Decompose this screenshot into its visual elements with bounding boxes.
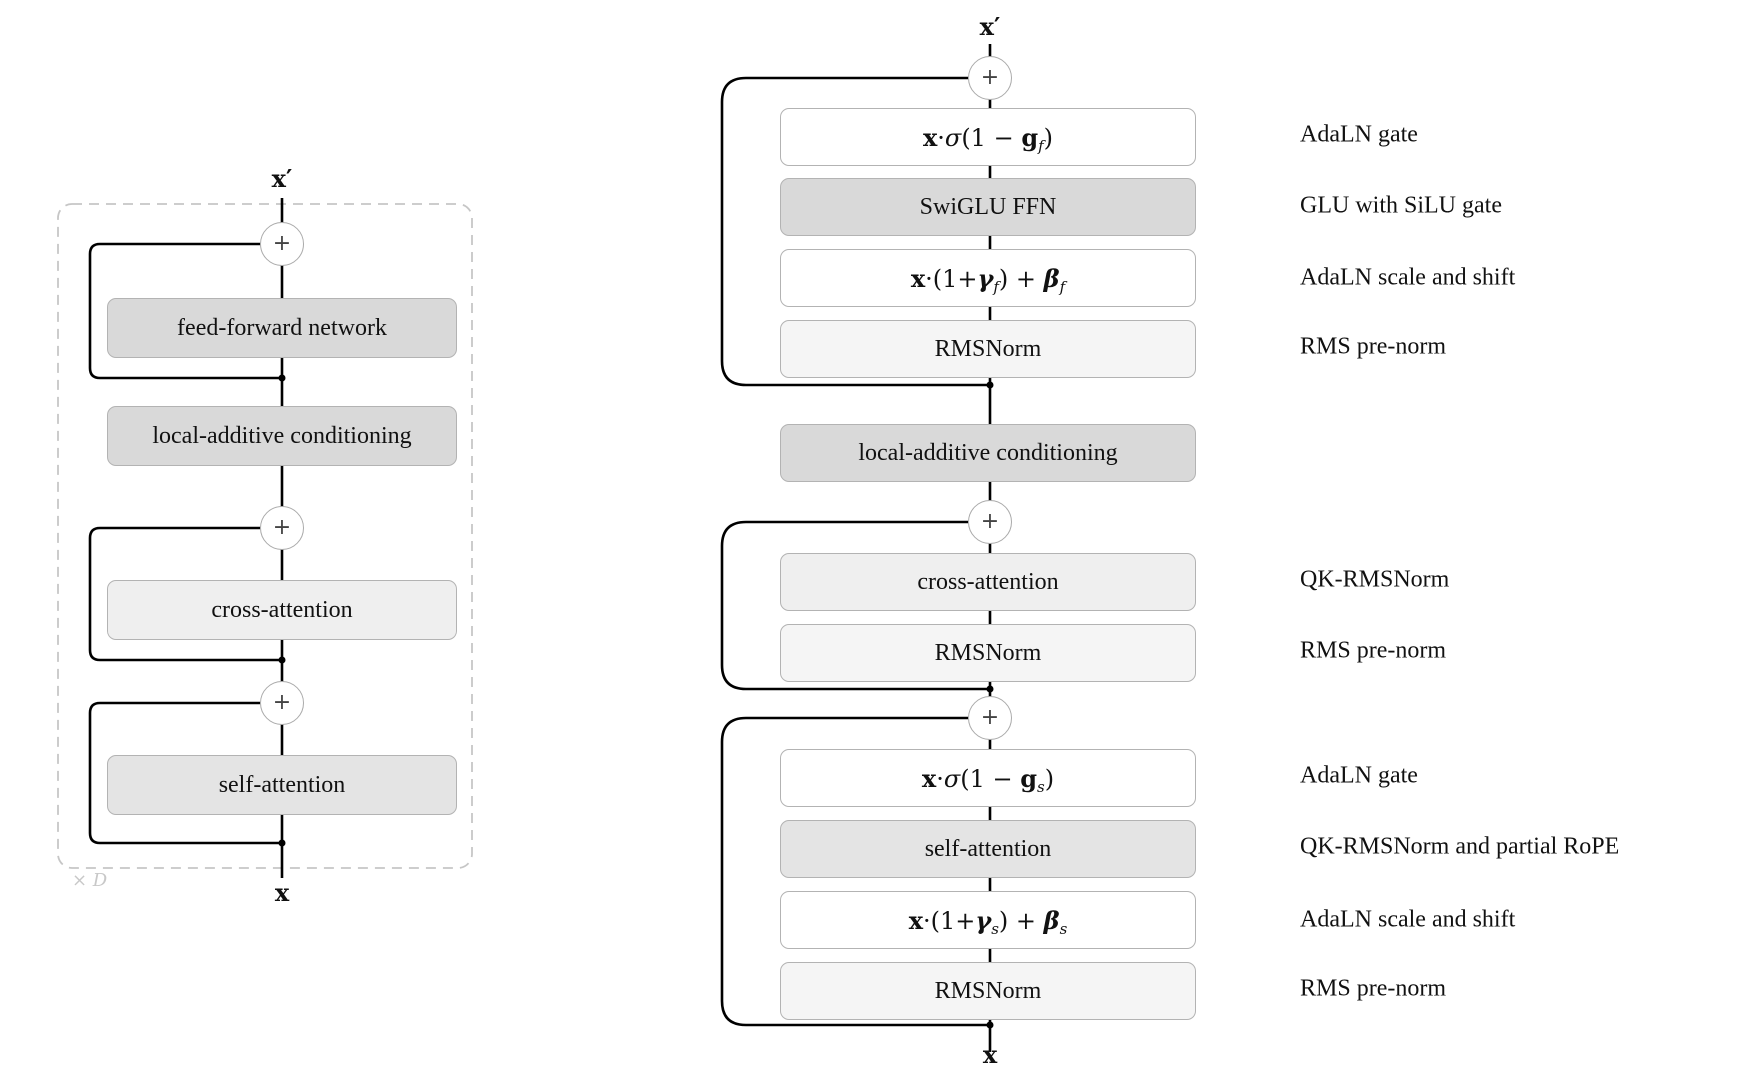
right-residual-add-ffn: +: [968, 56, 1012, 100]
left-output-label: x′: [271, 164, 293, 193]
right-branch-dot-ffn: [986, 381, 994, 389]
left-skip-cross: [88, 526, 282, 662]
note-sa-gate: AdaLN gate: [1300, 762, 1418, 789]
right-branch-dot-self: [986, 1021, 994, 1029]
sa-gate-formula: x·σ(1 − gs): [921, 763, 1055, 796]
left-self-attention-box: self-attention: [107, 755, 457, 815]
note-sa-modulate: AdaLN scale and shift: [1300, 906, 1516, 933]
left-branch-dot-self: [278, 839, 286, 847]
left-cross-attention-box: cross-attention: [107, 580, 457, 640]
right-skip-ffn: [720, 76, 990, 387]
left-branch-dot-ffn: [278, 374, 286, 382]
right-sa-rmsnorm-box: RMSNorm: [780, 962, 1196, 1020]
left-residual-add-ffn: +: [260, 222, 304, 266]
right-sa-modulate-box: x·(1+γs) + βs: [780, 891, 1196, 949]
left-input-label: x: [274, 878, 290, 907]
right-cross-rmsnorm-box: RMSNorm: [780, 624, 1196, 682]
right-cross-attention-box: cross-attention: [780, 553, 1196, 611]
note-ffn-norm: RMS pre-norm: [1300, 333, 1446, 360]
note-self-attention: QK-RMSNorm and partial RoPE: [1300, 833, 1620, 860]
note-ffn-modulate: AdaLN scale and shift: [1300, 264, 1516, 291]
left-ffn-box: feed-forward network: [107, 298, 457, 358]
left-residual-add-cross: +: [260, 506, 304, 550]
sa-modulate-formula: x·(1+γs) + βs: [908, 905, 1068, 938]
right-input-label: x: [982, 1040, 998, 1069]
left-residual-add-self: +: [260, 681, 304, 725]
note-cross-norm: RMS pre-norm: [1300, 637, 1446, 664]
right-residual-add-self: +: [968, 696, 1012, 740]
repeat-frame: [57, 203, 473, 869]
right-residual-add-cross: +: [968, 500, 1012, 544]
left-repeat-label: × D: [72, 870, 108, 891]
note-ffn-gate: AdaLN gate: [1300, 121, 1418, 148]
left-branch-dot-cross: [278, 656, 286, 664]
right-skip-self: [720, 716, 990, 1027]
right-sa-gate-box: x·σ(1 − gs): [780, 749, 1196, 807]
ffn-gate-formula: x·σ(1 − gf): [922, 122, 1054, 155]
left-skip-ffn: [88, 242, 282, 380]
right-conditioning-box: local-additive conditioning: [780, 424, 1196, 482]
note-cross-attention: QK-RMSNorm: [1300, 566, 1450, 593]
note-swiglu: GLU with SiLU gate: [1300, 192, 1502, 219]
right-ffn-gate-box: x·σ(1 − gf): [780, 108, 1196, 166]
right-ffn-modulate-box: x·(1+γf) + βf: [780, 249, 1196, 307]
right-ffn-rmsnorm-box: RMSNorm: [780, 320, 1196, 378]
right-skip-cross: [720, 520, 990, 691]
right-swiglu-box: SwiGLU FFN: [780, 178, 1196, 236]
left-conditioning-box: local-additive conditioning: [107, 406, 457, 466]
right-branch-dot-cross: [986, 685, 994, 693]
ffn-modulate-formula: x·(1+γf) + βf: [910, 263, 1066, 296]
right-self-attention-box: self-attention: [780, 820, 1196, 878]
left-skip-self: [88, 701, 282, 845]
right-output-label: x′: [979, 12, 1001, 41]
note-sa-norm: RMS pre-norm: [1300, 975, 1446, 1002]
